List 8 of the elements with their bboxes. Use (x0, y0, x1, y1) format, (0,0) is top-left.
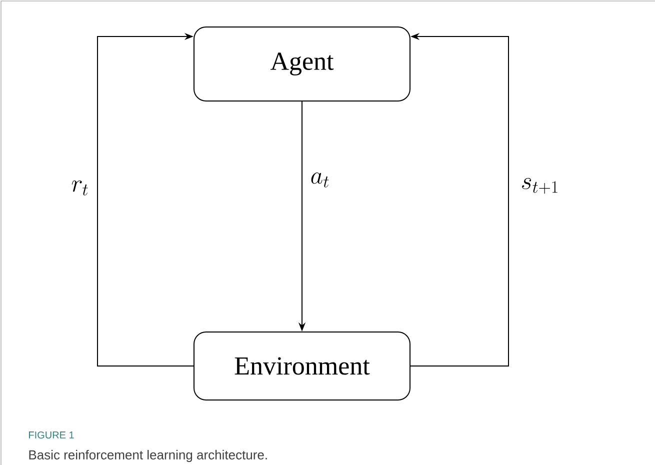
edge-label: $r_t$ (70, 180, 90, 196)
edge-label: $s_{t+1}$ (520, 177, 560, 195)
process-box: Agent (194, 26, 410, 102)
caption: Basic reinforcement learning architecture. (29, 450, 267, 462)
arrow (97, 32, 194, 366)
process-box: Environment (194, 332, 410, 400)
figure-number: FIGURE 1 (29, 431, 74, 439)
edge-label: $a_t$ (309, 172, 331, 188)
